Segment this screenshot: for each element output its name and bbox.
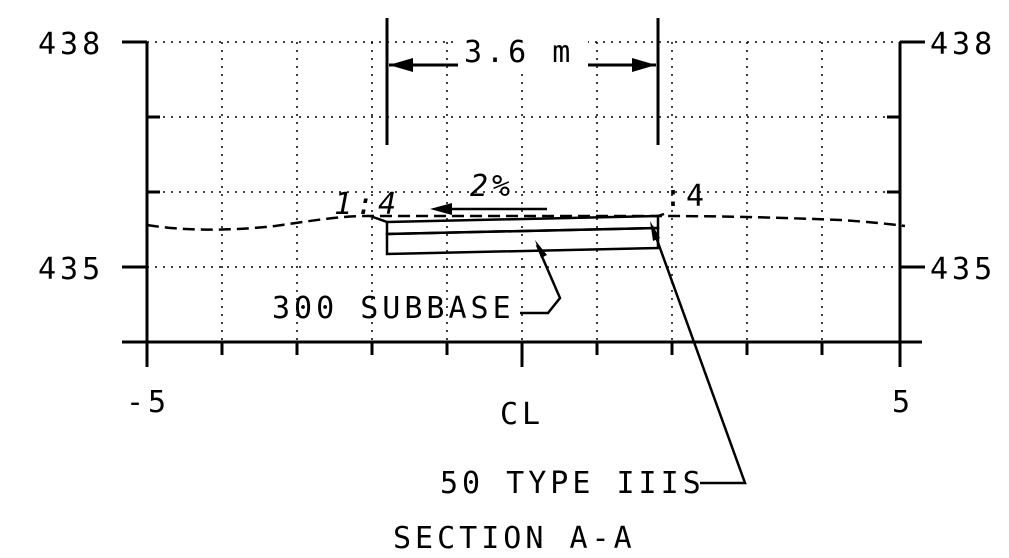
y-label-right-438: 438	[930, 27, 996, 62]
axes	[122, 40, 925, 367]
dimension-width-label: 3.6 m	[464, 35, 574, 70]
x-label-left: -5	[126, 385, 170, 420]
cross-slope-label: 2%	[470, 169, 514, 204]
subbase-callout-label: 300 SUBBASE	[272, 291, 515, 326]
subbase-layer	[385, 226, 660, 256]
surface-callout-label: 50 TYPE IIIS	[440, 466, 705, 501]
x-label-right: 5	[892, 385, 914, 420]
section-title: SECTION A-A	[393, 521, 636, 556]
y-label-left-435: 435	[38, 252, 104, 287]
side-slope-right	[657, 212, 665, 218]
surface-leader-arrow	[650, 221, 660, 241]
y-label-right-435: 435	[930, 252, 996, 287]
right-side-slope-label: :4	[664, 179, 708, 214]
side-slope-left	[369, 214, 388, 224]
dimension-label-bg	[458, 40, 588, 70]
subbase-leader-arrow	[535, 240, 547, 258]
grid	[147, 41, 900, 342]
surface-leader	[650, 225, 747, 485]
centerline-label: CL	[500, 397, 544, 432]
subbase-leader	[520, 244, 562, 315]
left-side-slope-label: 1:4	[334, 187, 400, 222]
slope-arrow-head	[430, 203, 452, 215]
y-label-left-438: 438	[38, 27, 104, 62]
pavement-section	[369, 212, 665, 256]
dimension-arrow-left	[389, 58, 413, 72]
dimension-arrow-right	[632, 58, 656, 72]
